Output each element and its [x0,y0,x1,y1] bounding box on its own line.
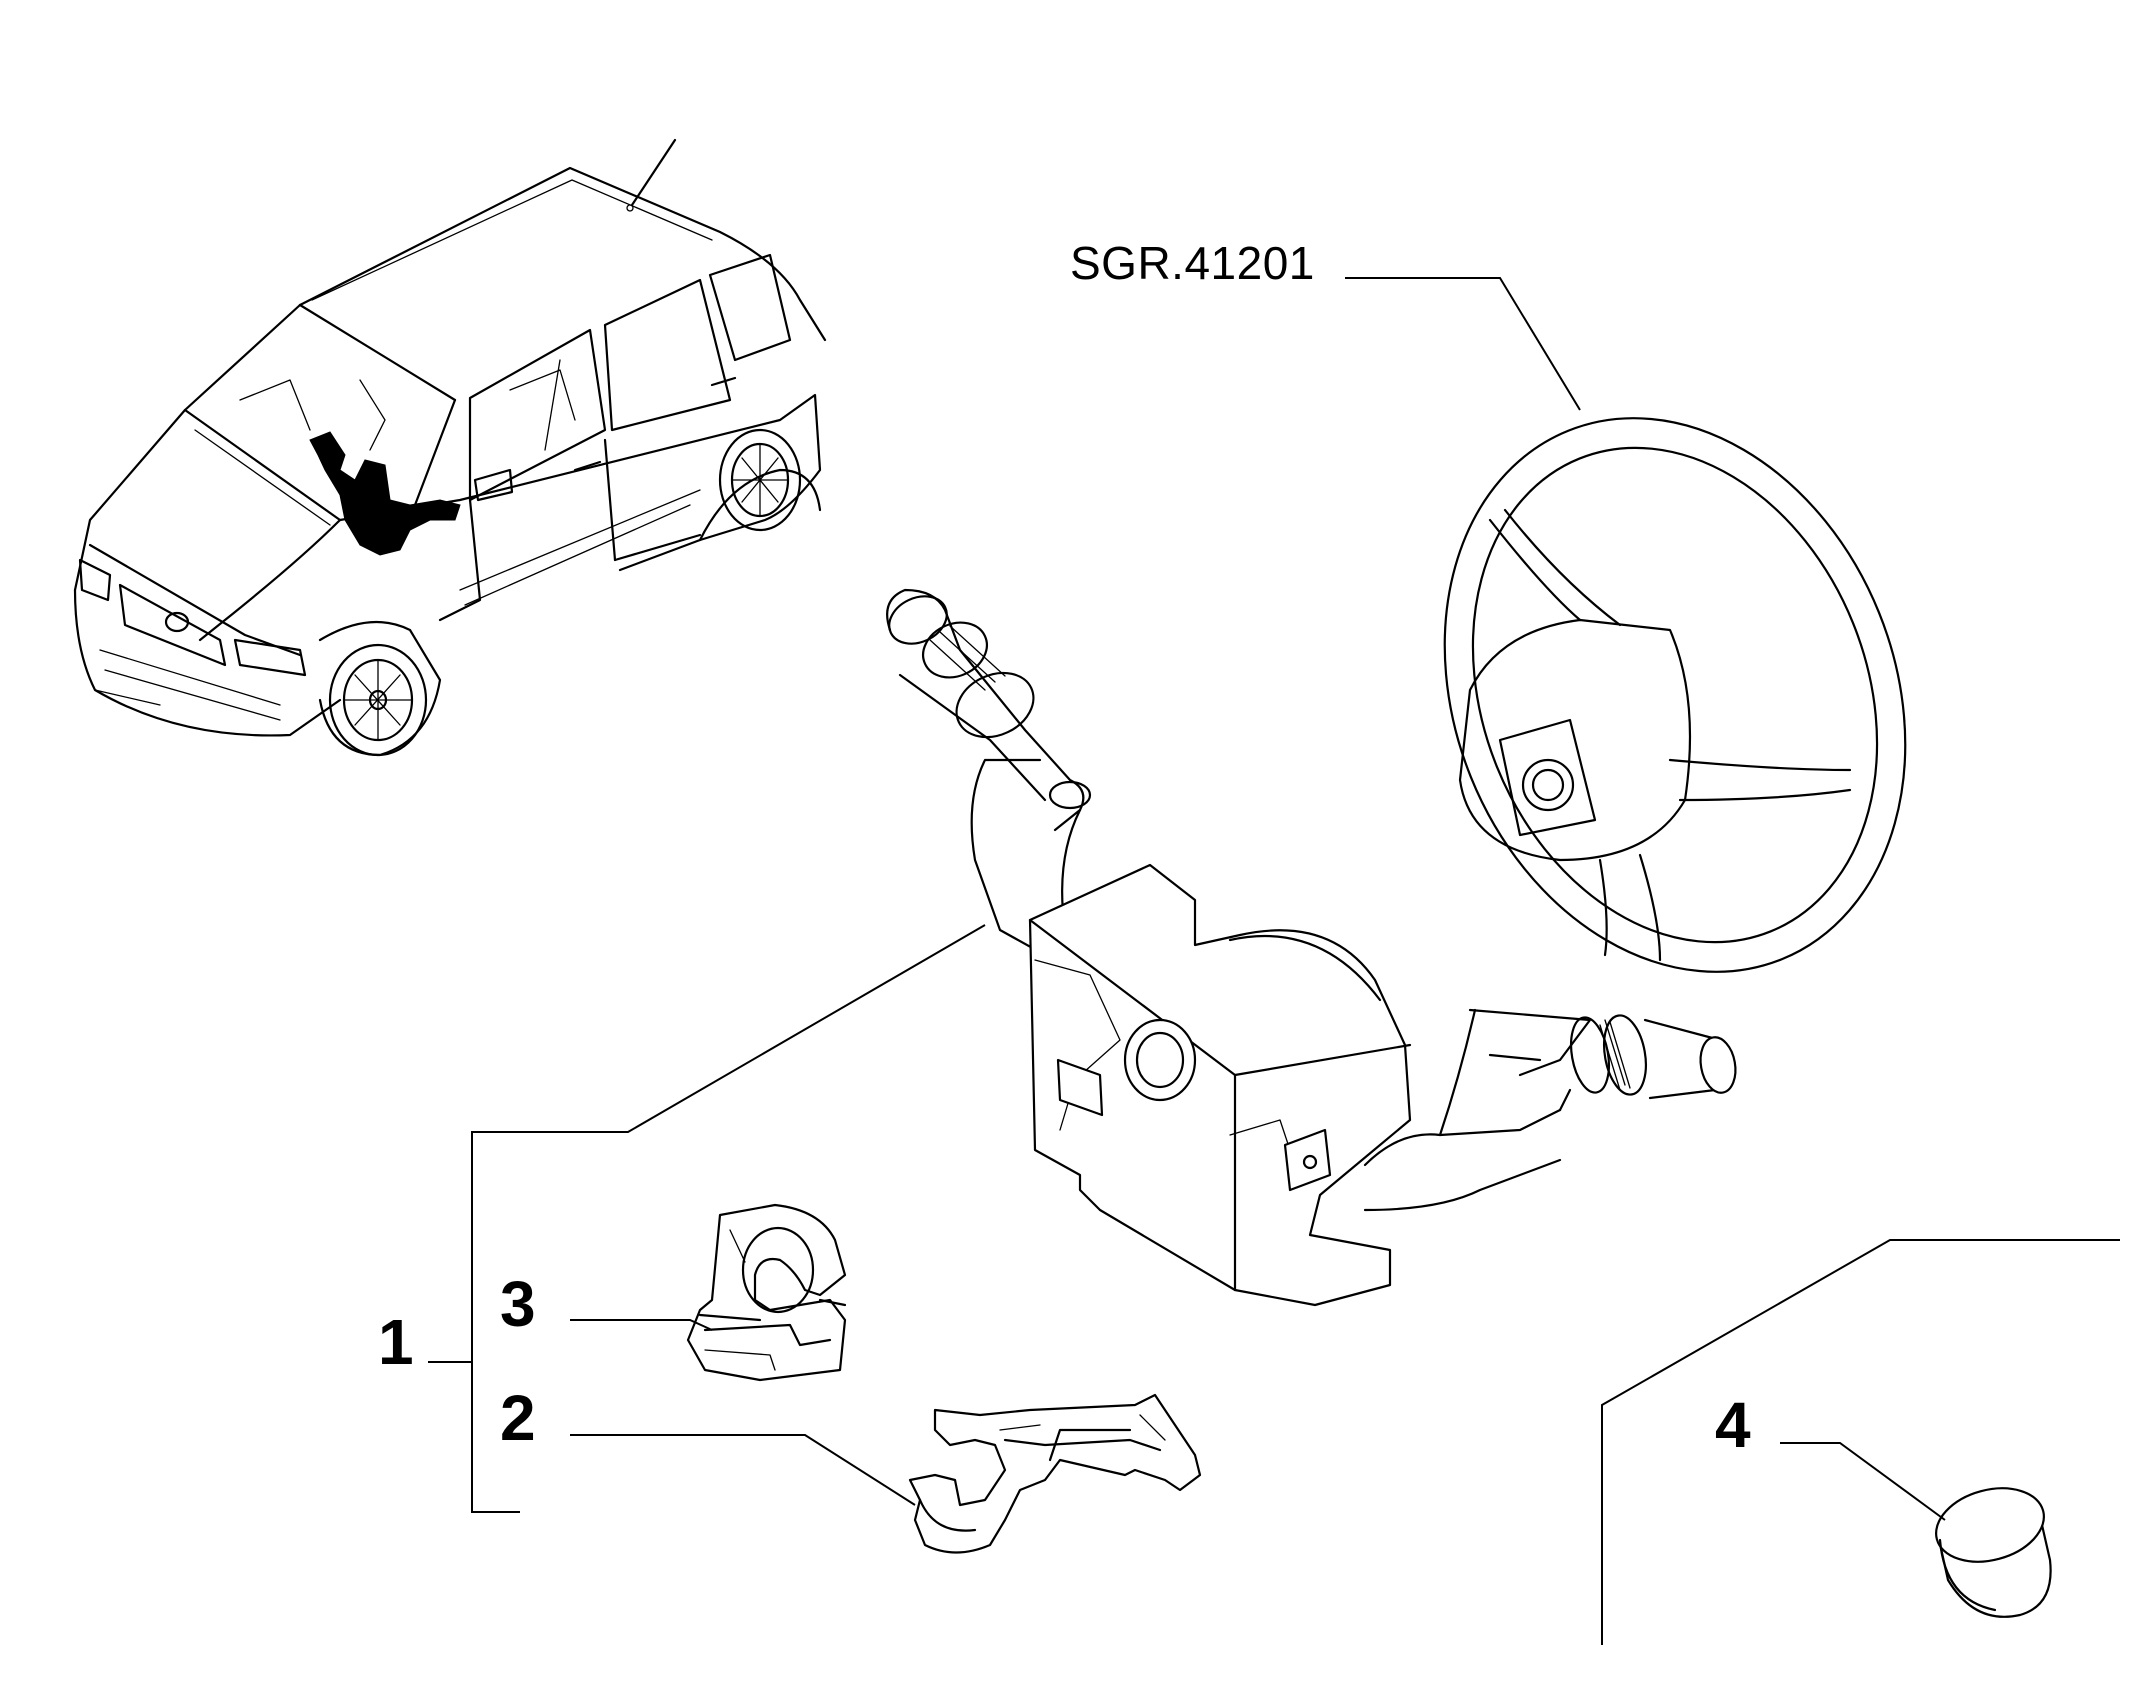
car-illustration [73,138,827,757]
reference-label-sgr: SGR.41201 [1070,237,1315,289]
combination-switch-illustration [886,588,1737,1307]
callout-1: 1 [378,1306,414,1378]
part-3-clip-illustration [686,1203,847,1382]
part-4-cap-illustration [1935,1487,2052,1618]
leader-lines [428,277,2120,1645]
callout-3: 3 [500,1268,536,1340]
callout-4: 4 [1715,1389,1751,1461]
callout-2: 2 [500,1382,536,1454]
steering-wheel-illustration [1443,417,1907,973]
part-2-bracket-illustration [908,1393,1202,1554]
